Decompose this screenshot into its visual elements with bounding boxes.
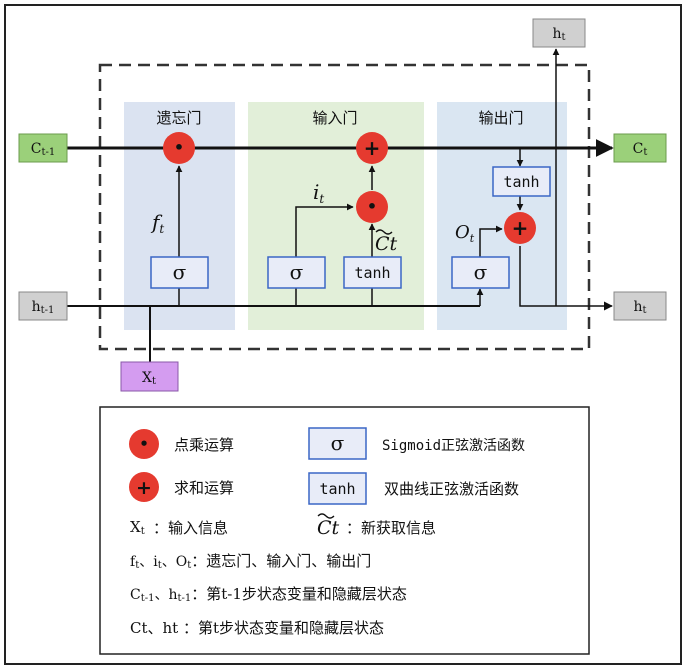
- legend-c-tilde: Ct ：新获取信息: [317, 513, 436, 539]
- forget-sigmoid-box: [150, 256, 209, 289]
- output-multiply-op: [504, 212, 536, 244]
- svg-text:：新获取信息: ：新获取信息: [346, 519, 436, 537]
- input-multiply-symbol: •: [367, 197, 377, 216]
- output-sigma-path: [479, 225, 503, 257]
- svg-text:Sigmoid正弦激活函数: Sigmoid正弦激活函数: [382, 437, 525, 454]
- svg-text:Ct-1: Ct-1: [31, 141, 55, 158]
- input-sigmoid-label: σ: [290, 260, 304, 284]
- output-hidden-line: [519, 246, 613, 311]
- forget-multiply-op: [163, 132, 195, 164]
- c-prev-node: Ct-1: [18, 133, 68, 163]
- legend-current-state: Ct、ht ：第t步状态变量和隐藏层状态: [130, 619, 384, 637]
- c-out-node: Ct: [613, 133, 667, 163]
- output-sigmoid-box: [451, 256, 510, 289]
- svg-text:σ: σ: [331, 431, 345, 455]
- input-multiply-op: [356, 191, 388, 223]
- svg-text:：输入信息: ：输入信息: [153, 519, 228, 537]
- legend-add: + 求和运算: [129, 472, 234, 502]
- o-t-label: Ot: [455, 222, 475, 245]
- legend-tanh: tanh 双曲线正弦激活函数: [308, 472, 519, 505]
- input-add-symbol: +: [364, 136, 381, 160]
- svg-text:ht: ht: [552, 26, 565, 43]
- forget-multiply-symbol: •: [174, 138, 184, 157]
- output-sigmoid-label: σ: [474, 260, 488, 284]
- h-out-right-node: ht: [613, 291, 667, 321]
- input-gate-region: [248, 102, 424, 330]
- svg-text:点乘运算: 点乘运算: [174, 436, 234, 454]
- output-tanh-box: [492, 166, 551, 197]
- figure-frame: [4, 4, 682, 665]
- svg-text:Xt: Xt: [130, 518, 145, 537]
- svg-text:ft、it、Ot：遗忘门、输入门、输出门: ft、it、Ot：遗忘门、输入门、输出门: [130, 552, 371, 571]
- forget-sigmoid-label: σ: [173, 260, 187, 284]
- input-tanh-box: [343, 256, 402, 289]
- svg-text:Ct-1、ht-1：第t-1步状态变量和隐藏层状态: Ct-1、ht-1：第t-1步状态变量和隐藏层状态: [130, 585, 407, 604]
- cell-boundary: [98, 63, 591, 351]
- h-out-top-node: ht: [532, 18, 586, 48]
- svg-text:ht: ht: [633, 299, 646, 316]
- input-sigmoid-box: [267, 256, 326, 289]
- i-t-label: it: [313, 180, 324, 206]
- svg-text:求和运算: 求和运算: [174, 479, 234, 497]
- output-tanh-label: tanh: [503, 173, 539, 191]
- svg-text:•: •: [139, 435, 149, 453]
- legend-multiply: • 点乘运算: [129, 429, 234, 459]
- output-gate-title: 输出门: [478, 109, 523, 127]
- svg-text:Ct: Ct: [317, 517, 340, 539]
- svg-text:ht-1: ht-1: [32, 299, 55, 316]
- svg-text:Ct: Ct: [633, 141, 648, 158]
- svg-text:+: +: [136, 477, 152, 499]
- legend-prev-state: Ct-1、ht-1：第t-1步状态变量和隐藏层状态: [130, 585, 407, 604]
- svg-text:Xt: Xt: [142, 370, 156, 387]
- output-multiply-symbol: +: [512, 216, 529, 240]
- svg-text:Ct: Ct: [375, 233, 398, 255]
- svg-text:双曲线正弦激活函数: 双曲线正弦激活函数: [384, 480, 519, 498]
- input-gate-path: [295, 203, 354, 257]
- input-add-op: [356, 132, 388, 164]
- input-tanh-label: tanh: [354, 264, 390, 282]
- h-prev-node: ht-1: [18, 291, 68, 321]
- legend-sigmoid: σ Sigmoid正弦激活函数: [308, 427, 525, 460]
- forget-gate-title: 遗忘门: [156, 109, 201, 127]
- x-input-node: Xt: [120, 361, 179, 392]
- legend-x-input: Xt ：输入信息: [130, 518, 228, 537]
- c-tilde-label: Ct: [375, 229, 398, 255]
- output-gate-region: [437, 102, 567, 330]
- legend-gates: ft、it、Ot：遗忘门、输入门、输出门: [130, 552, 371, 571]
- svg-text:tanh: tanh: [319, 480, 355, 498]
- input-gate-title: 输入门: [312, 109, 357, 127]
